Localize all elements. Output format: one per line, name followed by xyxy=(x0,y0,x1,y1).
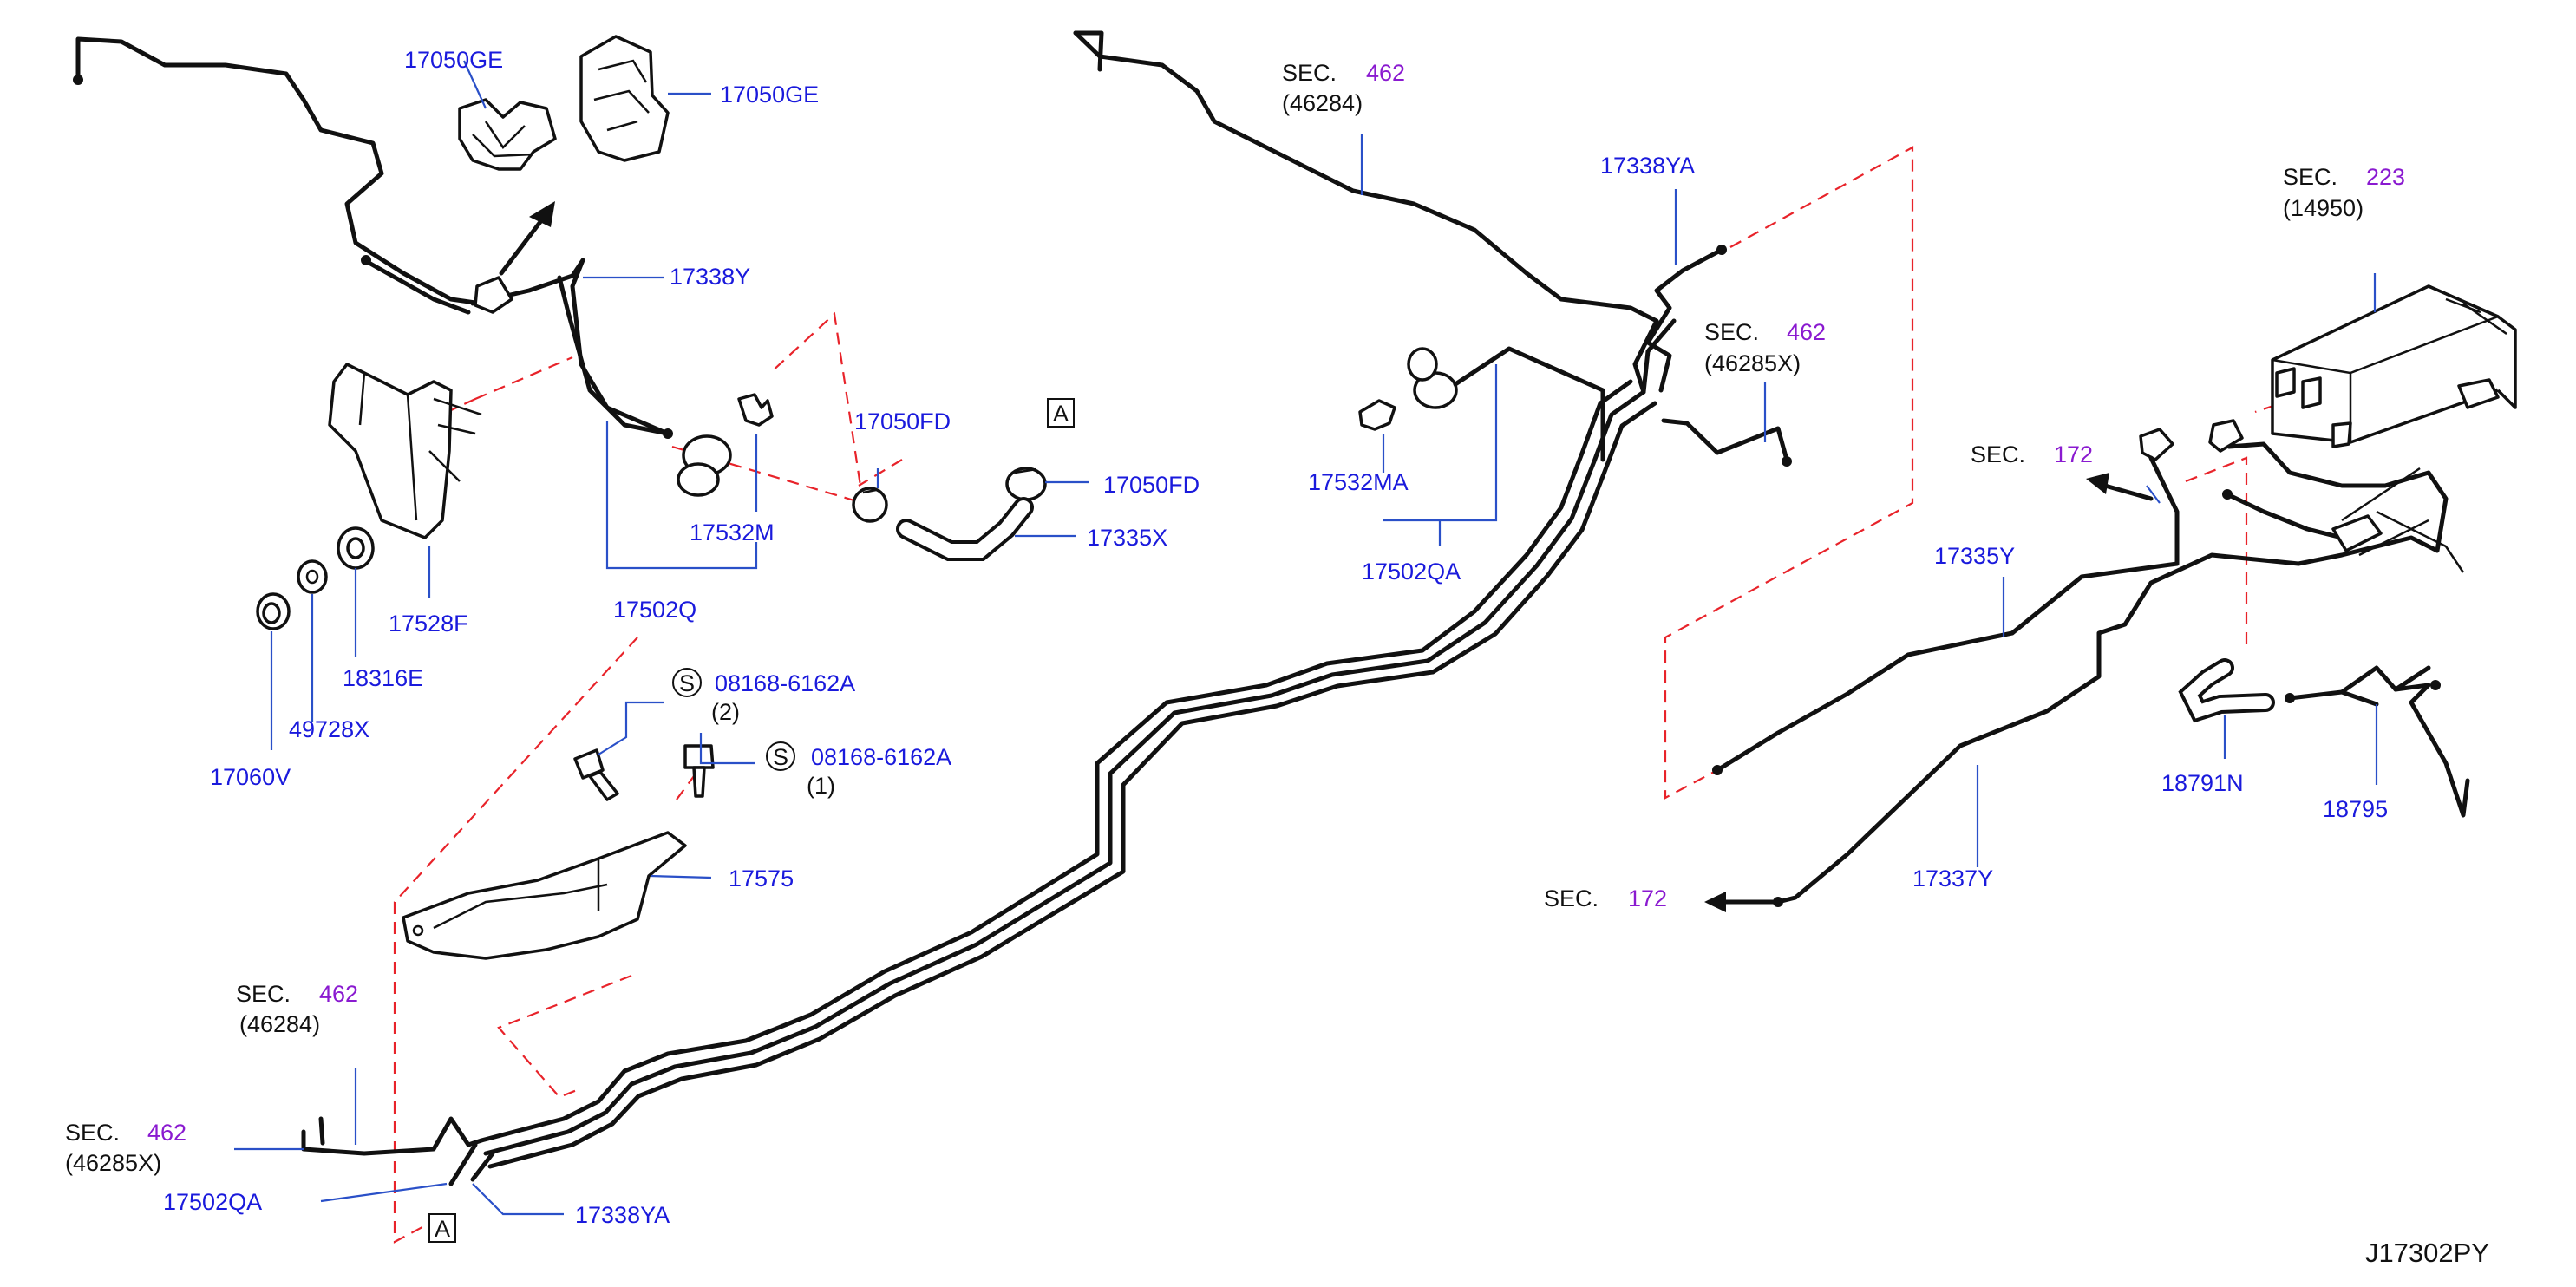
label-17532M: 17532M xyxy=(690,519,775,546)
sec-172-upper-prefix: SEC. xyxy=(1971,441,2025,467)
label-17338Y: 17338Y xyxy=(670,264,750,290)
label-17050FD-b: 17050FD xyxy=(1103,472,1200,498)
label-17060V: 17060V xyxy=(210,764,291,790)
sec-462-left-sub: (46285X) xyxy=(65,1150,161,1176)
part-labels: 17050GE 17050GE 17338Y 17528F 18316E 497… xyxy=(163,47,2388,1228)
hose-18791N xyxy=(2178,658,2275,723)
label-qty-1: (1) xyxy=(807,773,835,799)
sec-462-top-prefix: SEC. xyxy=(1282,60,1337,86)
sec-462-top-sub: (46284) xyxy=(1282,90,1363,116)
washer-49728X xyxy=(297,559,328,594)
right-vent-tubes xyxy=(1712,419,2465,907)
sec-223-sub: (14950) xyxy=(2283,195,2364,221)
sec-172-upper-num: 172 xyxy=(2054,441,2093,467)
label-08168-6162A-2: 08168-6162A xyxy=(715,670,855,696)
grommet-18316E xyxy=(337,526,375,570)
arrow-sec-172-upper xyxy=(2086,473,2154,501)
ref-a-upper-label: A xyxy=(1053,401,1069,427)
sec-223-num: 223 xyxy=(2366,164,2405,190)
sec-462-mid-num: 462 xyxy=(1787,319,1826,345)
tube-17338YA-upper xyxy=(1645,245,1727,393)
section-refs: SEC. 462 (46284) SEC. 462 (46285X) SEC. … xyxy=(65,60,2405,1176)
ref-box-a-lower: A xyxy=(428,1213,456,1243)
clamp-17050FD-b xyxy=(1005,467,1047,501)
label-17502QA-b: 17502QA xyxy=(1362,559,1461,585)
diagram-id: J17302PY xyxy=(2365,1238,2489,1268)
reference-dash-lines xyxy=(385,146,2295,1244)
screw-s-1: S xyxy=(773,744,788,770)
screw-s-2: S xyxy=(679,670,695,696)
label-17532MA: 17532MA xyxy=(1308,469,1409,495)
label-17050FD-a: 17050FD xyxy=(854,408,951,434)
label-08168-6162A-1: 08168-6162A xyxy=(811,744,951,770)
upper-left-vent-tube xyxy=(73,36,484,315)
sec-462-mid-sub: (46285X) xyxy=(1704,350,1801,376)
label-17338YA-a: 17338YA xyxy=(575,1202,670,1228)
connector-17502QA-upper xyxy=(1407,346,1605,462)
label-17528F: 17528F xyxy=(389,611,468,637)
screw-symbol-2: S xyxy=(672,668,702,697)
label-17050GE-a: 17050GE xyxy=(404,47,503,73)
label-17337Y: 17337Y xyxy=(1912,866,1993,892)
ref-a-lower-label: A xyxy=(435,1216,450,1242)
sec-462-bl-sub: (46284) xyxy=(239,1011,320,1037)
tube-46285X xyxy=(1661,418,1792,467)
label-17502Q: 17502Q xyxy=(613,597,696,623)
sec-462-left-prefix: SEC. xyxy=(65,1120,120,1146)
label-18795: 18795 xyxy=(2323,796,2388,822)
label-17338YA-b: 17338YA xyxy=(1600,153,1695,179)
sec-462-bl-num: 462 xyxy=(319,981,358,1007)
sec-223-prefix: SEC. xyxy=(2283,164,2337,190)
label-17335X: 17335X xyxy=(1087,525,1167,551)
leader-lines xyxy=(234,60,2378,1216)
clip-17050GE-right xyxy=(579,35,670,162)
arrow-to-clips xyxy=(474,201,555,314)
label-17050GE-b: 17050GE xyxy=(720,82,819,108)
main-fuel-tube-bundle xyxy=(301,30,1677,1186)
hose-17502Q-connector xyxy=(677,434,732,497)
label-17502QA-a: 17502QA xyxy=(163,1189,262,1215)
sec-462-left-num: 462 xyxy=(147,1120,186,1146)
sec-462-top-num: 462 xyxy=(1366,60,1405,86)
label-qty-2: (2) xyxy=(711,699,740,725)
label-18791N: 18791N xyxy=(2161,770,2244,796)
label-49728X: 49728X xyxy=(289,716,369,742)
collar-17060V xyxy=(256,592,291,630)
bracket-17528F xyxy=(328,363,482,539)
clip-17050GE-left xyxy=(458,98,557,171)
screw-symbol-1: S xyxy=(766,741,795,771)
sec-172-lower-num: 172 xyxy=(1628,885,1667,911)
bolt-08168-6162A-2 xyxy=(573,748,619,801)
tube-17338Y xyxy=(470,258,673,439)
sec-462-mid-prefix: SEC. xyxy=(1704,319,1759,345)
bolt-08168-6162A-1 xyxy=(683,744,715,798)
ref-box-a-upper: A xyxy=(1047,398,1075,428)
arrow-sec-172-lower xyxy=(1704,892,1781,912)
label-17335Y: 17335Y xyxy=(1934,543,2015,569)
bracket-18795 xyxy=(2285,665,2470,818)
protector-17575 xyxy=(402,831,687,960)
label-18316E: 18316E xyxy=(343,665,423,691)
sec-462-bl-prefix: SEC. xyxy=(236,981,291,1007)
clamp-17050FD-a xyxy=(852,487,888,523)
evap-canister xyxy=(2271,284,2517,448)
label-17575: 17575 xyxy=(729,866,794,892)
sec-172-lower-prefix: SEC. xyxy=(1544,885,1599,911)
clip-17532MA xyxy=(1358,399,1396,431)
clip-17532M xyxy=(737,393,774,427)
hose-17335X xyxy=(896,497,1034,561)
